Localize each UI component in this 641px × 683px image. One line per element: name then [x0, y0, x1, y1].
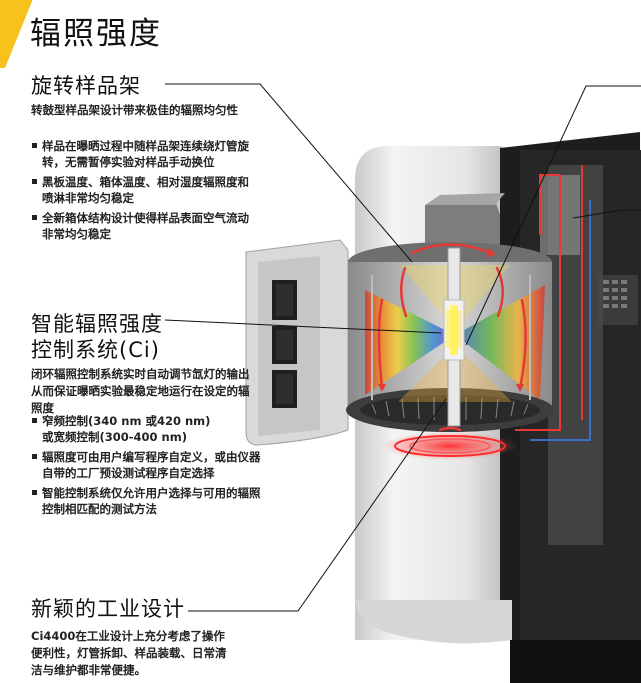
rack-bullet-list: 样品在曝晒过程中随样品架连续绕灯管旋转，无需暂停实验对样品手动换位 黑板温度、箱… [31, 139, 256, 247]
ci-title-line1: 智能辐照强度 [31, 312, 163, 336]
list-item-line: 辐照度可由用户编写程序自定义，或由仪器自带的工厂预设测试程序自定选择 [42, 450, 261, 480]
rack-title: 旋转样品架 [31, 74, 141, 98]
list-item: 智能控制系统仅允许用户选择与可用的辐照控制相匹配的测试方法 [31, 486, 271, 517]
ci-title-line2: 控制系统(Ci) [31, 338, 160, 362]
list-item-line: 窄频控制(340 nm 或420 nm) [42, 414, 211, 428]
list-item: 辐照度可由用户编写程序自定义，或由仪器自带的工厂预设测试程序自定选择 [31, 450, 271, 481]
list-item-line: 或宽频控制(300-400 nm) [42, 429, 187, 444]
ci-description: 闭环辐照控制系统实时自动调节氙灯的输出从而保证曝晒实验最稳定地运行在设定的辐照度 [31, 367, 250, 415]
list-item: 全新箱体结构设计使得样品表面空气流动非常均匀稳定 [31, 211, 256, 242]
design-title: 新颖的工业设计 [31, 597, 185, 621]
design-description: Ci4400在工业设计上充分考虑了操作便利性，灯管拆卸、样品装载、日常清洁与维护… [31, 629, 227, 677]
list-item: 窄频控制(340 nm 或420 nm) 或宽频控制(300-400 nm) [31, 414, 271, 445]
list-item: 样品在曝晒过程中随样品架连续绕灯管旋转，无需暂停实验对样品手动换位 [31, 139, 256, 170]
list-item-line: 智能控制系统仅允许用户选择与可用的辐照控制相匹配的测试方法 [42, 486, 261, 516]
rack-subtitle: 转鼓型样品架设计带来极佳的辐照均匀性 [31, 103, 238, 117]
ci-bullet-list: 窄频控制(340 nm 或420 nm) 或宽频控制(300-400 nm) 辐… [31, 414, 271, 522]
page-title: 辐照强度 [30, 16, 162, 52]
list-item: 黑板温度、箱体温度、相对湿度辐照度和喷淋非常均匀稳定 [31, 175, 256, 206]
